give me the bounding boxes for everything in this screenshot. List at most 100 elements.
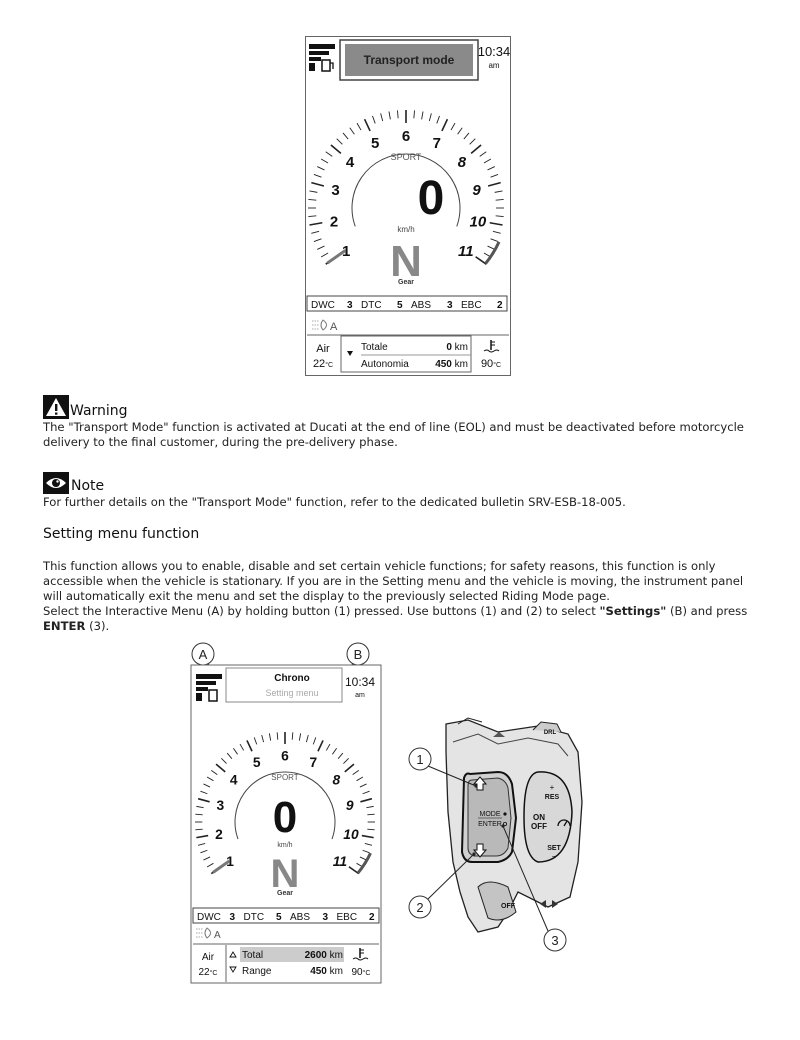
gauge-tick	[291, 732, 294, 740]
indicator-label: ABS	[411, 300, 431, 311]
gauge-tick	[221, 758, 227, 764]
gauge-tick	[206, 776, 214, 782]
rpm-number: 2	[215, 827, 223, 842]
rpm-number: 6	[402, 128, 410, 145]
gauge-tick	[475, 256, 487, 265]
gauge-tick	[239, 743, 245, 751]
enter-label: ENTER	[478, 821, 502, 828]
gauge-tick	[361, 834, 374, 839]
gauge-tick	[363, 118, 371, 132]
riding-mode: SPORT	[391, 152, 422, 162]
gauge-tick	[397, 110, 399, 119]
gauge-tick	[490, 174, 499, 178]
air-label: Air	[202, 952, 215, 963]
clock-time: 10:34	[345, 675, 375, 689]
gauge-tick	[479, 151, 487, 157]
off-label: OFF	[531, 822, 547, 831]
arrow-down-icon	[472, 843, 488, 858]
rpm-number: 7	[433, 135, 441, 152]
gauge-tick	[356, 776, 364, 782]
gauge-tick	[332, 748, 337, 755]
set-label: SET	[547, 845, 561, 852]
gauge-tick	[489, 221, 503, 226]
gauge-tick	[380, 113, 384, 122]
note-block: Note For further details on the "Transpo…	[43, 470, 763, 510]
transport-mode-label: Transport mode	[364, 53, 455, 67]
gauge-tick	[200, 790, 208, 795]
trip-total-label: Total	[242, 950, 263, 961]
callout-1: 1	[416, 752, 423, 767]
inner-dial-arc	[234, 771, 336, 840]
gauge-tick	[463, 132, 470, 140]
rpm-number: 1	[226, 854, 234, 869]
gauge-tick	[469, 138, 476, 145]
air-temp: 22°C	[199, 967, 218, 978]
gauge-tick	[360, 797, 373, 803]
indicator-value: 5	[276, 912, 282, 923]
callout-2: 2	[416, 900, 423, 915]
gauge-tick	[330, 144, 342, 154]
gauge-tick	[428, 113, 432, 122]
rpm-number: 9	[346, 798, 354, 813]
rpm-number: 2	[330, 214, 338, 231]
svg-text:A: A	[330, 321, 338, 333]
gauge-tick	[276, 732, 279, 740]
fuel-icon	[309, 44, 335, 72]
coolant-temp: 90°C	[481, 358, 501, 370]
rpm-number: 5	[253, 755, 261, 770]
menu-setting: Setting menu	[265, 688, 318, 698]
gauge-tick	[490, 238, 499, 242]
rpm-number: 11	[333, 854, 347, 869]
gauge-tick	[197, 842, 206, 846]
gauge-tick	[226, 752, 233, 759]
gauge-tick	[487, 166, 496, 171]
gauge-tick	[450, 122, 456, 131]
gauge-tick	[268, 733, 272, 741]
riding-mode: SPORT	[271, 773, 299, 782]
clock-ampm: am	[488, 61, 499, 70]
cruise-control-icon	[557, 819, 571, 827]
gauge-tick	[298, 733, 302, 741]
gauge-tick	[336, 138, 343, 145]
off-bottom-label: OFF	[501, 903, 516, 910]
gauge-tick	[483, 158, 492, 164]
callout-3: 3	[551, 933, 558, 948]
redline-arc	[484, 241, 501, 265]
rpm-number: 7	[309, 755, 317, 770]
rpm-number: 6	[281, 749, 289, 764]
gauge-tick	[203, 856, 211, 861]
gauge-tick	[359, 856, 367, 861]
rpm-needle	[212, 859, 231, 874]
section-paragraph-1: This function allows you to enable, disa…	[43, 559, 744, 603]
gauge-tick	[316, 166, 325, 171]
gauge-tick	[309, 190, 318, 193]
indicator-label: EBC	[337, 912, 358, 923]
callout-a: A	[199, 647, 208, 662]
headlight-icon: A	[312, 319, 338, 333]
headlight-icon: A	[196, 927, 221, 941]
gauge-tick	[253, 737, 258, 745]
gauge-tick	[487, 181, 501, 187]
warning-title: Warning	[70, 403, 128, 419]
rpm-number: 4	[230, 772, 238, 787]
rpm-number: 11	[458, 243, 474, 260]
on-label: ON	[533, 813, 545, 822]
warning-text: The "Transport Mode" function is activat…	[43, 420, 744, 449]
gauge-tick	[470, 144, 482, 154]
gauge-tick	[337, 752, 344, 759]
gauge-tick	[211, 770, 218, 775]
clock-ampm: am	[355, 692, 365, 699]
gauge-tick	[359, 783, 367, 788]
coolant-temp-icon	[483, 340, 500, 353]
gauge-tick	[356, 122, 362, 131]
handlebar-switch-illustration: DRL MODE ENTER + RES ON OFF SET – OFF 1 …	[408, 717, 583, 952]
rpm-number: 1	[342, 243, 350, 260]
gauge-tick	[246, 740, 253, 752]
gauge-tick	[413, 110, 415, 119]
gauge-tick	[311, 181, 325, 187]
rpm-number: 5	[371, 135, 379, 152]
